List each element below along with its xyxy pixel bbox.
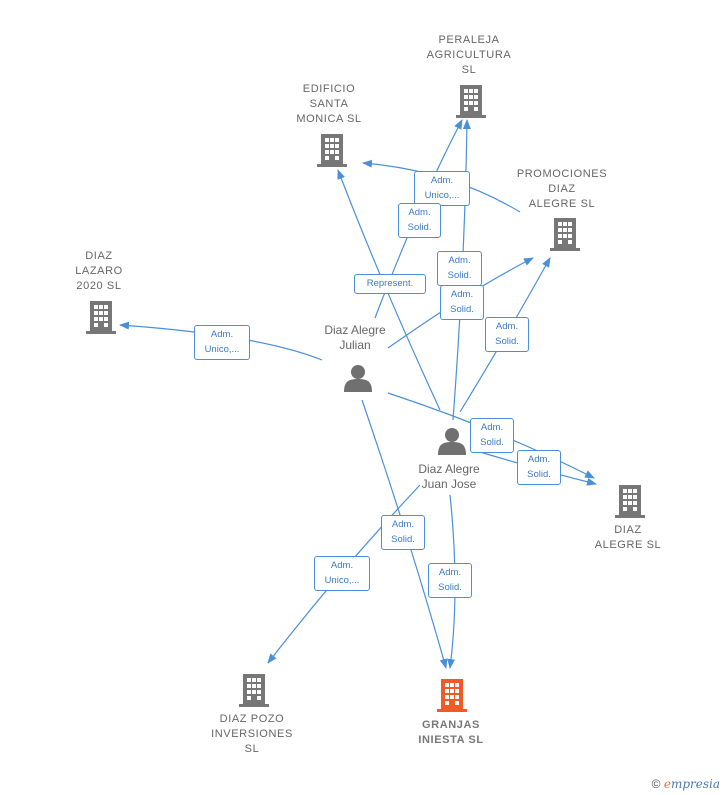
building-icon-pozo[interactable]: [239, 674, 269, 707]
building-icon-peraleja[interactable]: [456, 85, 486, 118]
company-label-edificio[interactable]: EDIFICIO SANTA MONICA SL: [296, 83, 362, 125]
person-label-juanjose[interactable]: Diaz Alegre Juan Jose: [418, 462, 480, 491]
company-label-lazaro[interactable]: DIAZ LAZARO 2020 SL: [75, 250, 123, 292]
person-label-julian[interactable]: Diaz Alegre Julian: [324, 323, 386, 352]
edge-label[interactable]: Adm. Solid.: [470, 418, 514, 453]
edge-label[interactable]: Adm. Solid.: [440, 285, 484, 320]
company-label-peraleja[interactable]: PERALEJA AGRICULTURA SL: [426, 34, 512, 76]
person-icon-juanjose[interactable]: [438, 428, 466, 455]
edge-label[interactable]: Adm. Solid.: [485, 317, 529, 352]
copyright-icon: ©: [651, 777, 661, 791]
edge-label[interactable]: Adm. Solid.: [381, 515, 425, 550]
brand-logo-initial: e: [663, 777, 671, 791]
building-icon-diazalegre[interactable]: [615, 485, 645, 518]
edge-label[interactable]: Represent.: [354, 274, 426, 294]
edge-label[interactable]: Adm. Solid.: [437, 251, 482, 286]
edge-label[interactable]: Adm. Solid.: [517, 450, 561, 485]
company-label-pozo[interactable]: DIAZ POZO INVERSIONES SL: [211, 713, 293, 755]
building-icon-promociones[interactable]: [550, 218, 580, 251]
company-label-promociones[interactable]: PROMOCIONES DIAZ ALEGRE SL: [516, 168, 608, 210]
building-icon-lazaro[interactable]: [86, 301, 116, 334]
footer-brand: © empresia: [652, 777, 720, 791]
edge-label[interactable]: Adm. Unico,...: [314, 556, 370, 591]
edge-label[interactable]: Adm. Unico,...: [414, 171, 470, 206]
company-label-diazalegre[interactable]: DIAZ ALEGRE SL: [594, 524, 662, 551]
edge-label[interactable]: Adm. Unico,...: [194, 325, 250, 360]
edge-label[interactable]: Adm. Solid.: [398, 203, 441, 238]
brand-logo-text: mpresia: [670, 777, 720, 791]
building-icon-granjas[interactable]: [437, 679, 467, 712]
building-icon-edificio[interactable]: [317, 134, 347, 167]
company-label-granjas[interactable]: GRANJAS INIESTA SL: [418, 719, 484, 746]
edge-label[interactable]: Adm. Solid.: [428, 563, 472, 598]
person-icon-julian[interactable]: [344, 365, 372, 392]
